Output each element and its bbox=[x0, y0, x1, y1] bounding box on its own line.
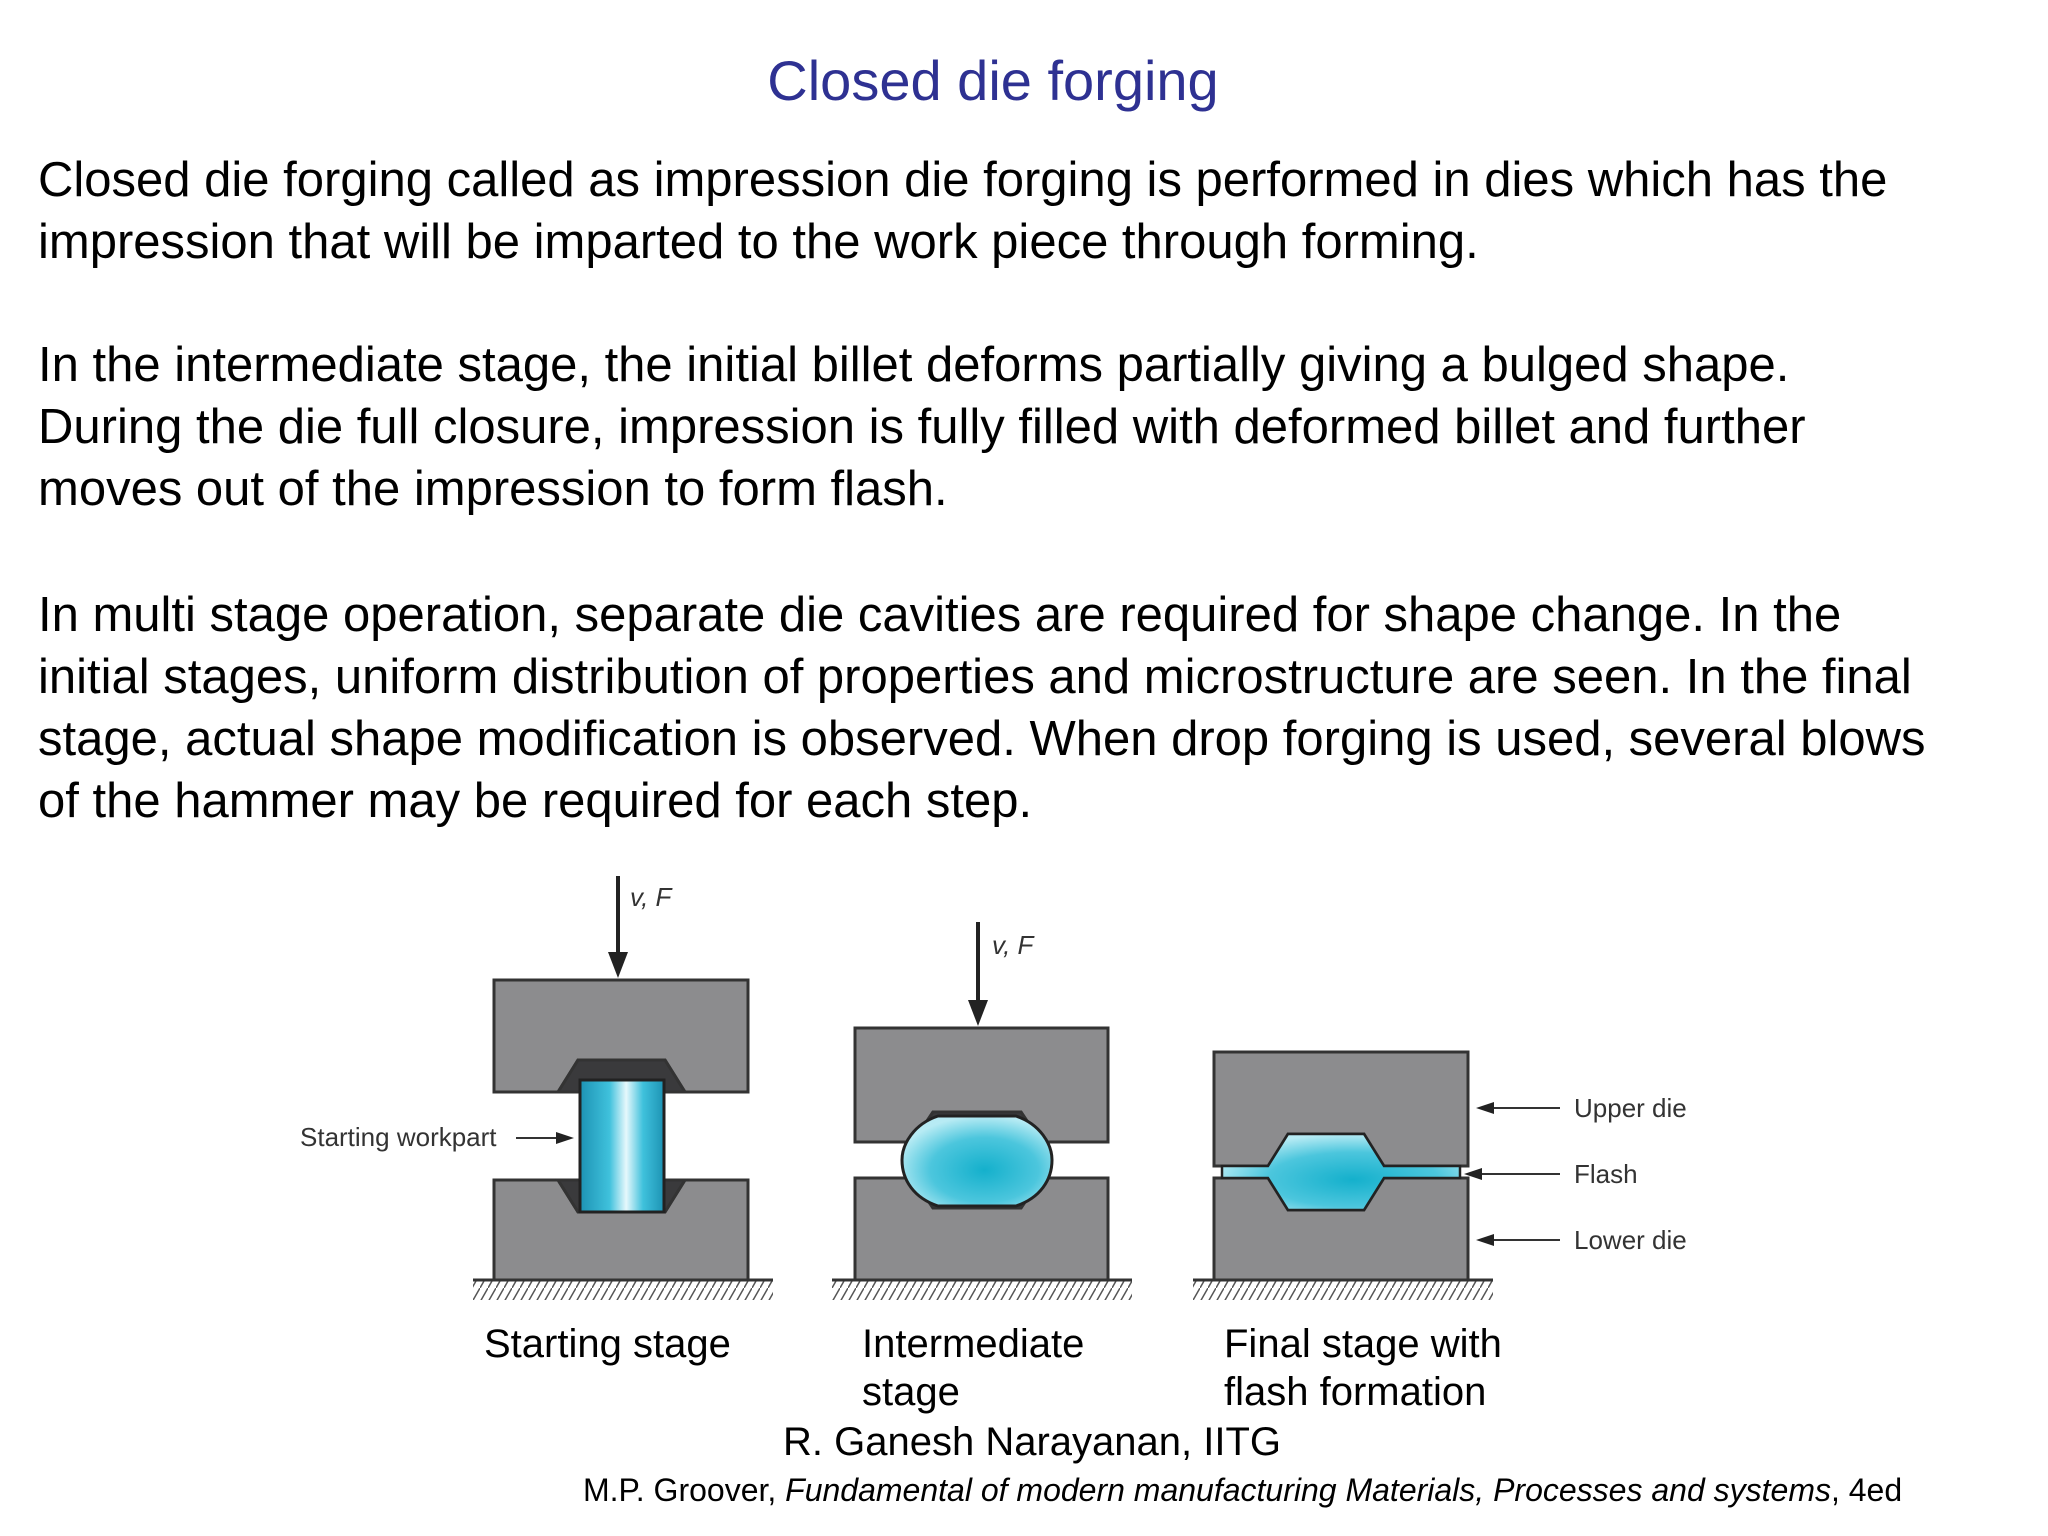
starting-stage-figure: v, F Starting workpart bbox=[300, 876, 773, 1300]
caption-line: flash formation bbox=[1224, 1370, 1487, 1414]
reference-edition: , 4ed bbox=[1830, 1472, 1903, 1508]
lower-die-label: Lower die bbox=[1574, 1225, 1687, 1255]
paragraph-line: During the die full closure, impression … bbox=[38, 400, 1806, 454]
paragraph-multi-stage: In multi stage operation, separate die c… bbox=[38, 584, 2038, 832]
flash-label: Flash bbox=[1574, 1159, 1638, 1189]
paragraph-line: Closed die forging called as impression … bbox=[38, 153, 1888, 207]
paragraph-line: In the intermediate stage, the initial b… bbox=[38, 338, 1790, 392]
paragraph-line: stage, actual shape modification is obse… bbox=[38, 712, 1926, 766]
ground-hatch bbox=[1193, 1280, 1493, 1300]
paragraph-line: initial stages, uniform distribution of … bbox=[38, 650, 1912, 704]
reference-title: Fundamental of modern manufacturing Mate… bbox=[785, 1472, 1831, 1508]
caption-line: Final stage with bbox=[1224, 1322, 1502, 1366]
paragraph-line: of the hammer may be required for each s… bbox=[38, 774, 1033, 828]
upper-die-pointer-head bbox=[1476, 1102, 1494, 1114]
caption-line: stage bbox=[862, 1370, 960, 1414]
caption-line: Starting stage bbox=[484, 1322, 731, 1366]
reference-citation: M.P. Groover, Fundamental of modern manu… bbox=[583, 1472, 1902, 1509]
caption-final-stage: Final stage with flash formation bbox=[1224, 1320, 1502, 1416]
starting-workpart bbox=[578, 1078, 666, 1214]
caption-line: Intermediate bbox=[862, 1322, 1085, 1366]
paragraph-impression-die: Closed die forging called as impression … bbox=[38, 149, 2038, 273]
ground-hatch bbox=[832, 1280, 1132, 1300]
ground-hatch bbox=[473, 1280, 773, 1300]
force-label: v, F bbox=[630, 882, 674, 912]
paragraph-line: impression that will be imparted to the … bbox=[38, 215, 1479, 269]
intermediate-stage-figure: v, F bbox=[832, 922, 1132, 1300]
force-arrow-head bbox=[968, 1000, 988, 1026]
workpart-pointer-head bbox=[556, 1132, 574, 1144]
author-credit: R. Ganesh Narayanan, IITG bbox=[783, 1420, 1282, 1464]
force-arrow-head bbox=[608, 952, 628, 978]
final-stage-figure: Upper die Flash Lower die bbox=[1193, 1050, 1687, 1300]
flash-pointer-head bbox=[1464, 1168, 1482, 1180]
upper-die-label: Upper die bbox=[1574, 1093, 1687, 1123]
starting-workpart-label: Starting workpart bbox=[300, 1122, 497, 1152]
paragraph-intermediate-stage: In the intermediate stage, the initial b… bbox=[38, 334, 2038, 520]
caption-intermediate-stage: Intermediate stage bbox=[862, 1320, 1084, 1416]
lower-die-pointer-head bbox=[1476, 1234, 1494, 1246]
slide-title: Closed die forging bbox=[767, 49, 1219, 112]
bulged-workpart bbox=[900, 1114, 1054, 1208]
caption-starting-stage: Starting stage bbox=[484, 1320, 731, 1368]
force-label: v, F bbox=[992, 930, 1036, 960]
reference-author: M.P. Groover, bbox=[583, 1472, 786, 1508]
paragraph-line: In multi stage operation, separate die c… bbox=[38, 588, 1842, 642]
paragraph-line: moves out of the impression to form flas… bbox=[38, 462, 948, 516]
forged-part-with-flash bbox=[1220, 1132, 1462, 1212]
